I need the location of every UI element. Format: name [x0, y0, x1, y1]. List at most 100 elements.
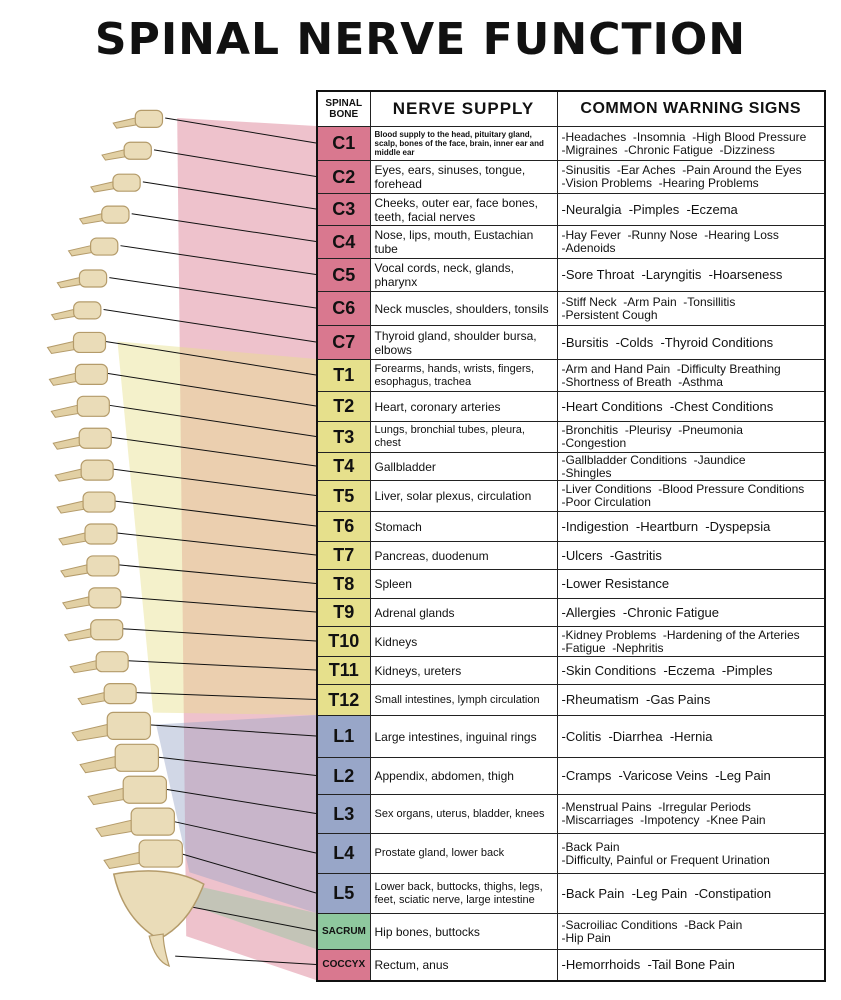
nerve-supply-cell: Lower back, buttocks, thighs, legs, feet…: [369, 873, 558, 914]
vertebra-c4: [78, 205, 130, 225]
warning-line: -Miscarriages -Impotency -Knee Pain: [561, 813, 766, 827]
header-spinal-bone-line2: BONE: [329, 109, 359, 120]
warning-signs-cell: -Lower Resistance: [556, 569, 826, 599]
warning-line: -Persistent Cough: [561, 307, 658, 322]
spinal-bone-cell: L1: [316, 715, 371, 758]
page-title: SPINAL NERVE FUNCTION: [94, 14, 747, 65]
vertebra-t9: [61, 587, 122, 610]
leader-line-l5: [175, 851, 317, 894]
nerve-supply-cell: Pancreas, duodenum: [369, 541, 558, 570]
nerve-supply-cell: Liver, solar plexus, circulation: [369, 480, 558, 512]
warning-line: -Vision Problems -Hearing Problems: [561, 176, 759, 190]
vertebra-t4: [52, 427, 112, 450]
lumbar-color-band: [156, 715, 316, 913]
table-header-row: SPINAL BONE NERVE SUPPLY COMMON WARNING …: [316, 90, 826, 127]
warning-line: -Lower Resistance: [561, 576, 670, 591]
warning-signs-cell: -Bronchitis -Pleurisy -Pneumonia-Congest…: [556, 421, 826, 453]
warning-line: -Back Pain -Leg Pain -Constipation: [561, 885, 772, 901]
warning-signs-cell: -Bursitis -Colds -Thyroid Conditions: [556, 325, 826, 360]
leader-line-t8: [118, 564, 317, 584]
vertebra-sacrum: [112, 870, 205, 941]
nerve-supply-cell: Prostate gland, lower back: [369, 833, 558, 874]
warning-line: -Hip Pain: [561, 930, 611, 945]
leader-line-t7: [116, 532, 317, 556]
vertebra-t5: [54, 459, 114, 482]
nerve-supply-cell: Lungs, bronchial tubes, pleura, chest: [369, 421, 558, 453]
spinal-bone-cell: T11: [316, 656, 371, 685]
warning-signs-cell: -Liver Conditions -Blood Pressure Condit…: [556, 480, 826, 512]
leader-line-l1: [144, 724, 317, 737]
leader-line-t2: [107, 372, 317, 407]
vertebra-l4: [95, 807, 175, 838]
warning-line: -Fatigue -Nephritis: [561, 640, 664, 655]
warning-signs-cell: -Rheumatism -Gas Pains: [556, 684, 826, 716]
header-nerve-supply: NERVE SUPPLY: [369, 90, 558, 127]
warning-signs-cell: -Headaches -Insomnia -High Blood Pressur…: [556, 126, 826, 161]
leader-line-c5: [120, 245, 317, 275]
warning-line: -Cramps -Varicose Veins -Leg Pain: [561, 768, 771, 783]
warning-line: -Liver Conditions -Blood Pressure Condit…: [561, 482, 805, 496]
warning-line: -Migraines -Chronic Fatigue -Dizziness: [561, 142, 775, 157]
spinal-bone-cell: C2: [316, 160, 371, 194]
spinal-bone-cell: T1: [316, 359, 371, 392]
vertebra-t7: [58, 523, 118, 546]
warning-signs-cell: -Sacroiliac Conditions -Back Pain-Hip Pa…: [556, 913, 826, 950]
spinal-bone-cell: T2: [316, 391, 371, 422]
spinal-bone-cell: COCCYX: [316, 949, 371, 981]
spinal-bone-cell: T10: [316, 626, 371, 657]
nerve-supply-cell: Kidneys, ureters: [369, 656, 558, 685]
thoracic-color-band: [117, 341, 316, 715]
vertebra-c3: [90, 173, 141, 193]
warning-line: -Gallbladder Conditions -Jaundice: [561, 452, 746, 467]
warning-line: -Skin Conditions -Eczema -Pimples: [561, 662, 773, 678]
warning-line: -Sore Throat -Laryngitis -Hoarseness: [561, 267, 783, 282]
warning-line: -Bursitis -Colds -Thyroid Conditions: [561, 334, 774, 350]
warning-signs-cell: -Gallbladder Conditions -Jaundice-Shingl…: [556, 452, 826, 481]
leader-line-l2: [152, 755, 317, 776]
spinal-bone-cell: T4: [316, 452, 371, 481]
nerve-supply-cell: Nose, lips, mouth, Eustachian tube: [369, 225, 558, 259]
nerve-supply-cell: Large intestines, inguinal rings: [369, 715, 558, 758]
vertebra-l2: [79, 743, 160, 774]
leader-line-t1: [105, 340, 317, 376]
vertebra-t12: [77, 683, 137, 706]
warning-line: -Ulcers -Gastritis: [561, 547, 662, 563]
vertebra-c2: [101, 141, 152, 161]
spinal-bone-cell: C4: [316, 225, 371, 259]
nerve-supply-cell: Kidneys: [369, 626, 558, 657]
warning-signs-cell: -Arm and Hand Pain -Difficulty Breathing…: [556, 359, 826, 392]
leader-line-t9: [120, 596, 317, 613]
nerve-supply-cell: Gallbladder: [369, 452, 558, 481]
vertebra-t8: [60, 555, 120, 578]
warning-line: -Hemorrhoids -Tail Bone Pain: [561, 956, 735, 972]
vertebra-coccyx: [148, 933, 171, 968]
nerve-supply-cell: Stomach: [369, 511, 558, 542]
nerve-supply-cell: Rectum, anus: [369, 949, 558, 981]
spinal-bone-cell: C1: [316, 126, 371, 161]
warning-line: -Shingles: [561, 465, 612, 480]
vertebra-c6: [56, 269, 108, 289]
vertebra-t3: [50, 395, 110, 418]
nerve-supply-cell: Eyes, ears, sinuses, tongue, forehead: [369, 160, 558, 194]
spinal-bone-cell: L4: [316, 833, 371, 874]
spinal-nerve-table: SPINAL BONE NERVE SUPPLY COMMON WARNING …: [316, 90, 826, 982]
cervical-color-band: [177, 118, 316, 980]
warning-line: -Sacroiliac Conditions -Back Pain: [561, 917, 743, 932]
leader-line-t11: [128, 660, 317, 671]
spinal-bone-cell: L3: [316, 794, 371, 834]
warning-line: -Colitis -Diarrhea -Hernia: [561, 728, 713, 744]
spinal-bone-cell: L2: [316, 757, 371, 795]
nerve-supply-cell: Spleen: [369, 569, 558, 599]
